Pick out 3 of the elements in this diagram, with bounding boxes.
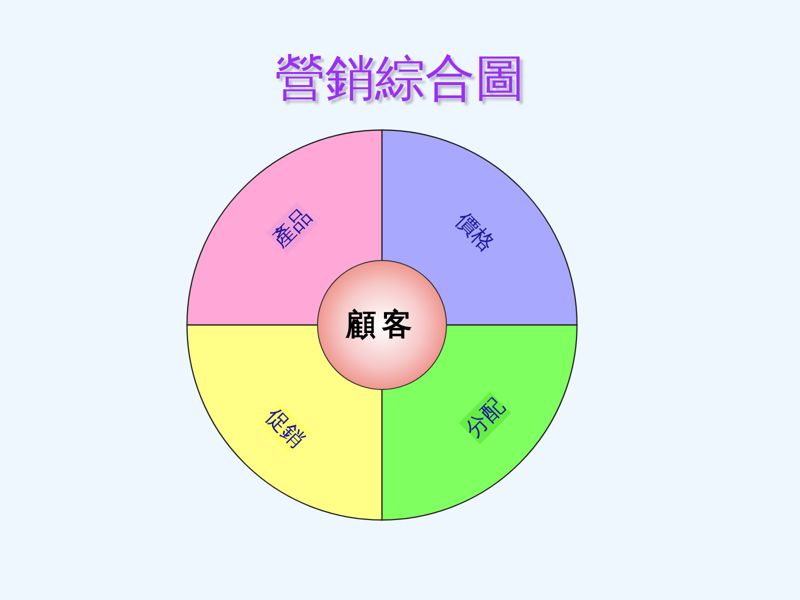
center-label: 顧客: [346, 306, 418, 344]
segment-label: 價格: [449, 206, 500, 258]
diagram-title: 營銷綜合圖: [275, 49, 525, 107]
